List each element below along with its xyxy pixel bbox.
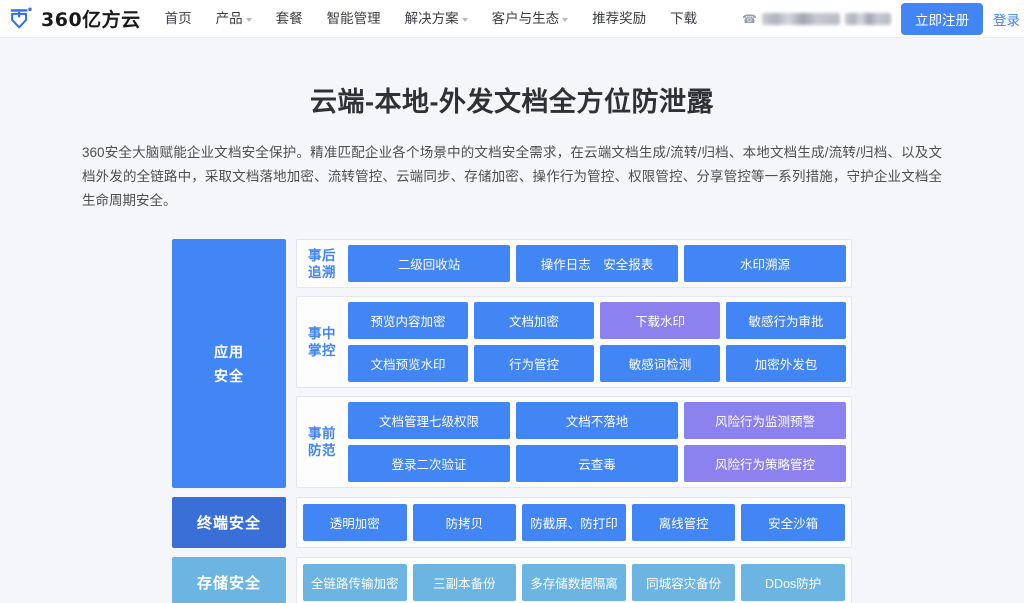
feature-chip[interactable]: 文档加密: [474, 302, 594, 339]
logo-text: 360亿方云: [41, 9, 141, 31]
label-line-1: 事后: [308, 247, 336, 263]
nav-item-customers-ecosystem[interactable]: 客户与生态: [492, 0, 569, 38]
nav-item-label: 智能管理: [326, 10, 381, 26]
feature-chip[interactable]: 操作日志 安全报表: [516, 245, 678, 282]
chevron-down-icon: [562, 17, 569, 22]
nav-item-smart-management[interactable]: 智能管理: [327, 0, 381, 38]
group-pre-incident-prevention: 事前 防范 文档管理七级权限 文档不落地 风险行为监测预警 登录二次验证 云查毒…: [296, 396, 852, 488]
nav-item-products[interactable]: 产品: [216, 0, 252, 38]
feature-chip[interactable]: 同城容灾备份: [631, 564, 736, 601]
nav-item-download[interactable]: 下载: [670, 0, 697, 38]
feature-chip[interactable]: 风险行为监测预警: [684, 402, 846, 439]
group-item-row: 文档预览水印 行为管控 敏感词检测 加密外发包: [348, 345, 846, 382]
chevron-down-icon: [245, 17, 252, 22]
label-line-2: 追溯: [308, 264, 336, 280]
group-items: 预览内容加密 文档加密 下载水印 敏感行为审批 文档预览水印 行为管控 敏感词检…: [348, 302, 846, 382]
redacted-text-block: [845, 12, 891, 25]
storage-security-label: 存储安全: [172, 557, 286, 603]
group-label: 事中 掌控: [302, 325, 342, 359]
nav-item-label: 客户与生态: [491, 10, 560, 26]
nav-item-packages[interactable]: 套餐: [276, 0, 303, 38]
nav-item-label: 下载: [670, 10, 698, 26]
security-architecture-diagram: 应用 安全 事后 追溯 二级回收站 操作日志 安全报表 水印溯源: [172, 239, 852, 603]
label-line-2: 防范: [308, 443, 336, 458]
feature-chip[interactable]: 水印溯源: [684, 245, 846, 282]
terminal-security-label: 终端安全: [172, 497, 286, 548]
top-navbar: 360亿方云 首页 产品 套餐 智能管理 解决方案 客户与生态 推荐奖励 下载: [0, 0, 1024, 38]
page-description: 360安全大脑赋能企业文档安全保护。精准匹配企业各个场景中的文档安全需求，在云端…: [82, 145, 942, 208]
application-security-row: 应用 安全 事后 追溯 二级回收站 操作日志 安全报表 水印溯源: [172, 239, 852, 488]
feature-chip[interactable]: 下载水印: [600, 302, 720, 339]
feature-chip[interactable]: 透明加密: [303, 504, 407, 541]
login-link[interactable]: 登录: [993, 12, 1020, 28]
terminal-security-items: 透明加密 防拷贝 防截屏、防打印 离线管控 安全沙箱: [296, 497, 852, 548]
feature-chip[interactable]: 文档预览水印: [348, 345, 468, 382]
feature-chip[interactable]: 云查毒: [516, 445, 678, 482]
group-items: 文档管理七级权限 文档不落地 风险行为监测预警 登录二次验证 云查毒 风险行为策…: [348, 402, 846, 482]
group-item-row: 登录二次验证 云查毒 风险行为策略管控: [348, 445, 846, 482]
label-line-1: 事中: [308, 326, 336, 341]
page-title: 云端-本地-外发文档全方位防泄露: [310, 87, 714, 117]
feature-chip[interactable]: 加密外发包: [726, 345, 846, 382]
group-in-process-control: 事中 掌控 预览内容加密 文档加密 下载水印 敏感行为审批 文档预览水印 行为管…: [296, 296, 852, 388]
nav-item-solutions[interactable]: 解决方案: [405, 0, 468, 38]
nav-right-actions: ☎ 立即注册 登录: [742, 2, 1024, 35]
feature-chip[interactable]: 二级回收站: [348, 245, 510, 282]
group-items: 二级回收站 操作日志 安全报表 水印溯源: [348, 245, 846, 282]
feature-chip[interactable]: 文档不落地: [516, 402, 678, 439]
label-line-2: 安全: [214, 367, 244, 384]
storage-security-items: 全链路传输加密 三副本备份 多存储数据隔离 同城容灾备份 DDos防护: [296, 557, 852, 603]
phone-icon: ☎: [742, 11, 757, 26]
nav-item-label: 推荐奖励: [592, 10, 647, 26]
site-logo[interactable]: 360亿方云: [8, 5, 141, 32]
register-button[interactable]: 立即注册: [901, 2, 983, 35]
group-item-row: 二级回收站 操作日志 安全报表 水印溯源: [348, 245, 846, 282]
feature-chip[interactable]: 行为管控: [474, 345, 594, 382]
feature-chip[interactable]: 离线管控: [631, 504, 736, 541]
feature-chip[interactable]: 三副本备份: [412, 564, 517, 601]
application-security-label: 应用 安全: [172, 239, 286, 488]
storage-security-row: 存储安全 全链路传输加密 三副本备份 多存储数据隔离 同城容灾备份 DDos防护: [172, 557, 852, 603]
feature-chip[interactable]: 防拷贝: [412, 504, 517, 541]
feature-chip[interactable]: 敏感词检测: [600, 345, 720, 382]
nav-item-label: 产品: [215, 10, 243, 26]
brand-shield-icon: [10, 7, 32, 28]
feature-chip[interactable]: 全链路传输加密: [303, 564, 407, 601]
nav-item-referral-rewards[interactable]: 推荐奖励: [592, 0, 646, 38]
group-label: 事后 追溯: [302, 247, 342, 281]
nav-item-home[interactable]: 首页: [165, 0, 192, 38]
nav-item-label: 解决方案: [404, 10, 459, 26]
group-label: 事前 防范: [302, 425, 342, 459]
nav-items: 首页 产品 套餐 智能管理 解决方案 客户与生态 推荐奖励 下载: [165, 0, 698, 38]
contact-phone-redacted: ☎: [742, 12, 891, 26]
redacted-text-block: [762, 12, 840, 25]
application-security-groups: 事后 追溯 二级回收站 操作日志 安全报表 水印溯源 事中 掌控: [296, 239, 852, 488]
nav-item-label: 首页: [164, 10, 192, 26]
feature-chip[interactable]: 预览内容加密: [348, 302, 468, 339]
feature-chip[interactable]: 风险行为策略管控: [684, 445, 846, 482]
feature-chip[interactable]: 文档管理七级权限: [348, 402, 510, 439]
feature-chip[interactable]: 敏感行为审批: [726, 302, 846, 339]
chevron-down-icon: [461, 17, 468, 22]
label-line-1: 事前: [308, 426, 336, 441]
feature-chip[interactable]: 登录二次验证: [348, 445, 510, 482]
feature-chip[interactable]: 防截屏、防打印: [522, 504, 626, 541]
label-line-1: 应用: [214, 343, 244, 360]
label-line-2: 掌控: [308, 343, 336, 358]
group-post-incident-tracing: 事后 追溯 二级回收站 操作日志 安全报表 水印溯源: [296, 239, 852, 288]
nav-item-label: 套餐: [275, 10, 303, 26]
group-item-row: 预览内容加密 文档加密 下载水印 敏感行为审批: [348, 302, 846, 339]
feature-chip[interactable]: 安全沙箱: [741, 504, 845, 541]
group-item-row: 文档管理七级权限 文档不落地 风险行为监测预警: [348, 402, 846, 439]
feature-chip[interactable]: 多存储数据隔离: [522, 564, 626, 601]
terminal-security-row: 终端安全 透明加密 防拷贝 防截屏、防打印 离线管控 安全沙箱: [172, 497, 852, 548]
feature-chip[interactable]: DDos防护: [741, 564, 845, 601]
